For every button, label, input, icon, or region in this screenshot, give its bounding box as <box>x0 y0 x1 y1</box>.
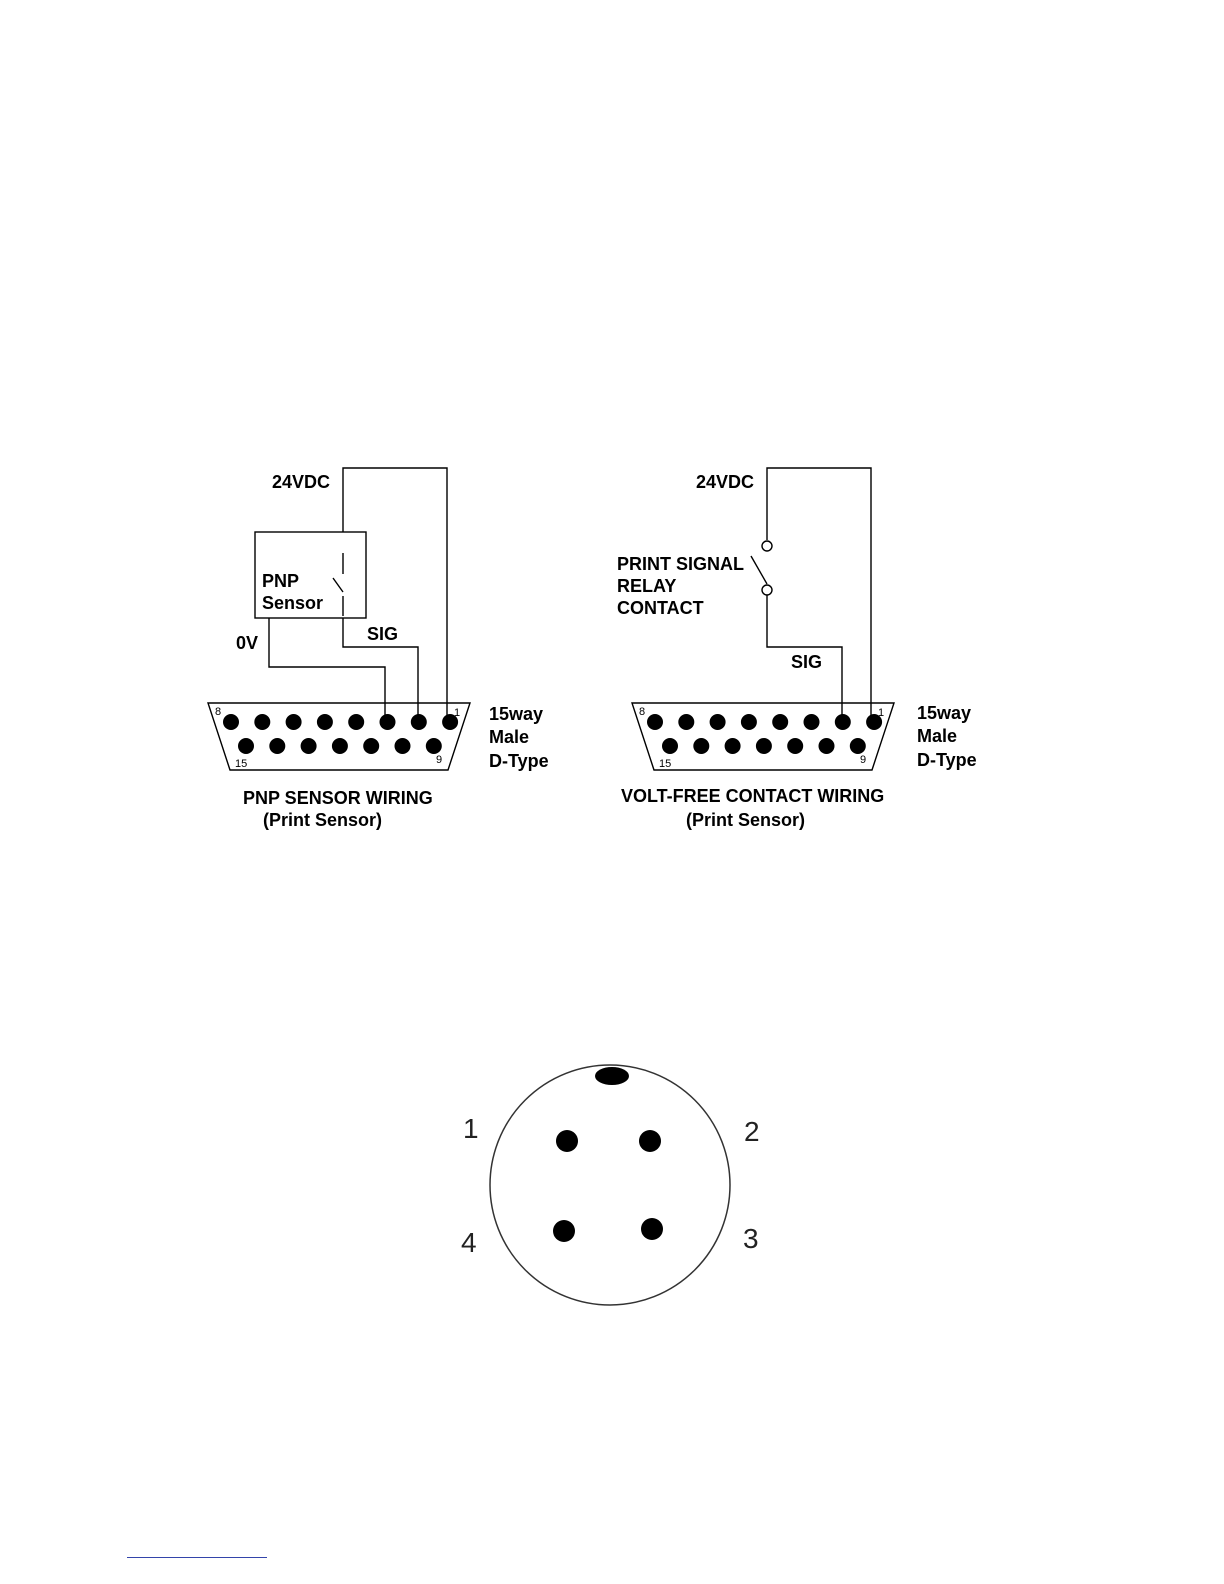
pnp-dtype-pin-8 <box>223 714 239 730</box>
voltfree-supply-label: 24VDC <box>696 472 754 492</box>
pnp-dtype-pin-6 <box>286 714 302 730</box>
circular-pin-1-label: 1 <box>463 1113 479 1144</box>
pnp-dtype-connector: 8 1 15 9 <box>208 703 470 770</box>
relay-contact-top <box>762 541 772 551</box>
pnp-dtype-pin-13 <box>301 738 317 754</box>
pnp-pin-1-label: 1 <box>454 707 460 719</box>
voltfree-dtype-pin-6 <box>710 714 726 730</box>
pnp-pin-8-label: 8 <box>215 706 221 718</box>
voltfree-pin-15-label: 15 <box>659 758 671 770</box>
voltfree-dtype-pin-3 <box>804 714 820 730</box>
voltfree-dtype-pin-2 <box>835 714 851 730</box>
pnp-dtype-pin-5 <box>317 714 333 730</box>
voltfree-dtype-pin-9 <box>850 738 866 754</box>
pnp-sensor-label-1: PNP <box>262 571 299 591</box>
voltfree-dtype-connector: 8 1 15 9 <box>632 703 894 770</box>
pnp-pin-9-label: 9 <box>436 754 442 766</box>
circular-pin-4-label: 4 <box>461 1227 477 1258</box>
voltfree-connector-label-3: D-Type <box>917 750 977 770</box>
voltfree-connector-label-2: Male <box>917 726 957 746</box>
pnp-supply-label: 24VDC <box>272 472 330 492</box>
voltfree-dtype-pin-15 <box>662 738 678 754</box>
relay-contact-bottom <box>762 585 772 595</box>
pnp-dtype-pin-14 <box>269 738 285 754</box>
voltfree-dtype-pin-5 <box>741 714 757 730</box>
voltfree-dtype-pin-14 <box>693 738 709 754</box>
voltfree-dtype-pin-8 <box>647 714 663 730</box>
voltfree-caption-1: VOLT-FREE CONTACT WIRING <box>621 786 884 806</box>
voltfree-dtype-shell <box>632 703 894 770</box>
pnp-dtype-pins <box>223 714 458 754</box>
pnp-dtype-pin-4 <box>348 714 364 730</box>
pnp-dtype-pin-11 <box>363 738 379 754</box>
circular-4pin-connector: 1 2 3 4 <box>461 1065 760 1305</box>
voltfree-pin-8-label: 8 <box>639 706 645 718</box>
pnp-dtype-pin-7 <box>254 714 270 730</box>
pnp-dtype-pin-9 <box>426 738 442 754</box>
voltfree-supply-wire <box>767 468 871 718</box>
relay-label-1: PRINT SIGNAL <box>617 554 744 574</box>
voltfree-caption-2: (Print Sensor) <box>686 810 805 830</box>
circular-pin-2 <box>639 1130 661 1152</box>
pnp-sensor-label-2: Sensor <box>262 593 323 613</box>
voltfree-dtype-pins <box>647 714 882 754</box>
pnp-dtype-pin-15 <box>238 738 254 754</box>
circular-connector-body <box>490 1065 730 1305</box>
pnp-dtype-pin-3 <box>380 714 396 730</box>
pnp-dtype-pin-10 <box>395 738 411 754</box>
voltfree-dtype-pin-7 <box>678 714 694 730</box>
relay-label-3: CONTACT <box>617 598 704 618</box>
pnp-signal-label: SIG <box>367 624 398 644</box>
pnp-dtype-pin-12 <box>332 738 348 754</box>
pnp-dtype-pin-2 <box>411 714 427 730</box>
voltfree-signal-label: SIG <box>791 652 822 672</box>
circular-pin-4 <box>553 1220 575 1242</box>
pnp-pin-15-label: 15 <box>235 758 247 770</box>
circular-connector-key <box>595 1067 629 1085</box>
pnp-caption-1: PNP SENSOR WIRING <box>243 788 433 808</box>
voltfree-dtype-pin-13 <box>725 738 741 754</box>
pnp-dtype-shell <box>208 703 470 770</box>
voltfree-contact-diagram: 24VDC PRINT SIGNAL RELAY CONTACT SIG 8 1… <box>617 468 977 830</box>
voltfree-connector-label-1: 15way <box>917 703 971 723</box>
pnp-connector-label-1: 15way <box>489 704 543 724</box>
footnote-rule <box>127 1557 267 1558</box>
circular-pin-2-label: 2 <box>744 1116 760 1147</box>
relay-contact-blade <box>751 556 767 584</box>
pnp-connector-label-3: D-Type <box>489 751 549 771</box>
circular-pin-3-label: 3 <box>743 1223 759 1254</box>
voltfree-pin-1-label: 1 <box>878 707 884 719</box>
circular-pin-3 <box>641 1218 663 1240</box>
circular-pin-1 <box>556 1130 578 1152</box>
voltfree-pin-9-label: 9 <box>860 754 866 766</box>
pnp-supply-wire <box>343 468 447 718</box>
pnp-sensor-diagram: 24VDC PNP Sensor SIG 0V 8 1 15 9 15way M… <box>208 468 549 830</box>
relay-label-2: RELAY <box>617 576 676 596</box>
pnp-connector-label-2: Male <box>489 727 529 747</box>
voltfree-dtype-pin-12 <box>756 738 772 754</box>
pnp-zero-volt-label: 0V <box>236 633 258 653</box>
voltfree-dtype-pin-4 <box>772 714 788 730</box>
voltfree-dtype-pin-10 <box>819 738 835 754</box>
pnp-caption-2: (Print Sensor) <box>263 810 382 830</box>
pnp-switch-blade <box>333 578 343 592</box>
voltfree-dtype-pin-11 <box>787 738 803 754</box>
